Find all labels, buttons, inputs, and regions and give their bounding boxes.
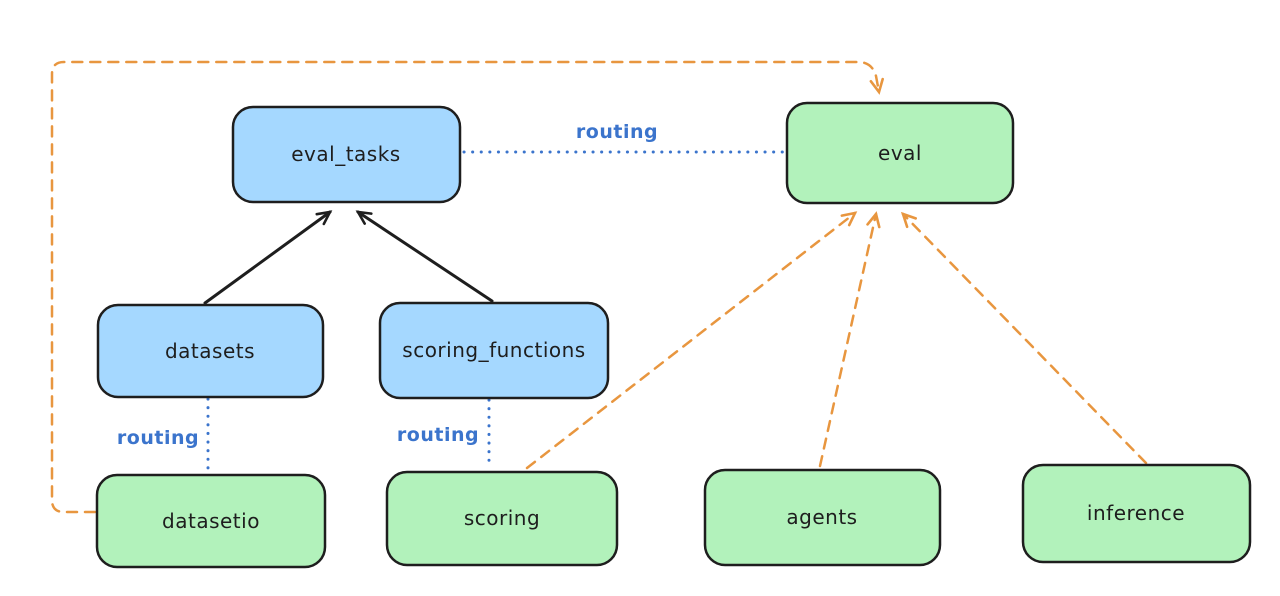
node-agents-label: agents: [786, 505, 857, 529]
edge-inference-to-eval: [900, 211, 1148, 465]
routing-label-eval-tasks-eval: routing: [576, 121, 658, 143]
routing-label-datasets-datasetio: routing: [117, 427, 199, 449]
node-eval-tasks-label: eval_tasks: [291, 142, 400, 166]
routing-label-scoring-functions-scoring: routing: [397, 424, 479, 446]
node-scoring-functions-label: scoring_functions: [402, 338, 585, 362]
node-datasets: datasets: [96, 303, 325, 399]
edge-scoring-to-eval: [525, 211, 858, 470]
node-eval: eval: [785, 101, 1015, 205]
edge-datasets-to-eval-tasks: [203, 210, 333, 305]
edge-datasetio-to-eval: [50, 60, 884, 514]
edge-scoring-functions-to-eval-tasks: [355, 210, 494, 303]
node-scoring-label: scoring: [464, 506, 540, 530]
node-datasetio: datasetio: [95, 473, 327, 569]
node-scoring: scoring: [385, 470, 619, 567]
node-eval-label: eval: [878, 141, 922, 165]
node-datasets-label: datasets: [165, 339, 255, 363]
node-agents: agents: [703, 468, 942, 567]
node-inference-label: inference: [1087, 501, 1185, 525]
node-datasetio-label: datasetio: [162, 509, 260, 533]
edge-agents-to-eval: [818, 211, 881, 468]
node-inference: inference: [1021, 463, 1252, 564]
node-scoring-functions: scoring_functions: [378, 301, 610, 400]
node-eval-tasks: eval_tasks: [231, 105, 462, 204]
